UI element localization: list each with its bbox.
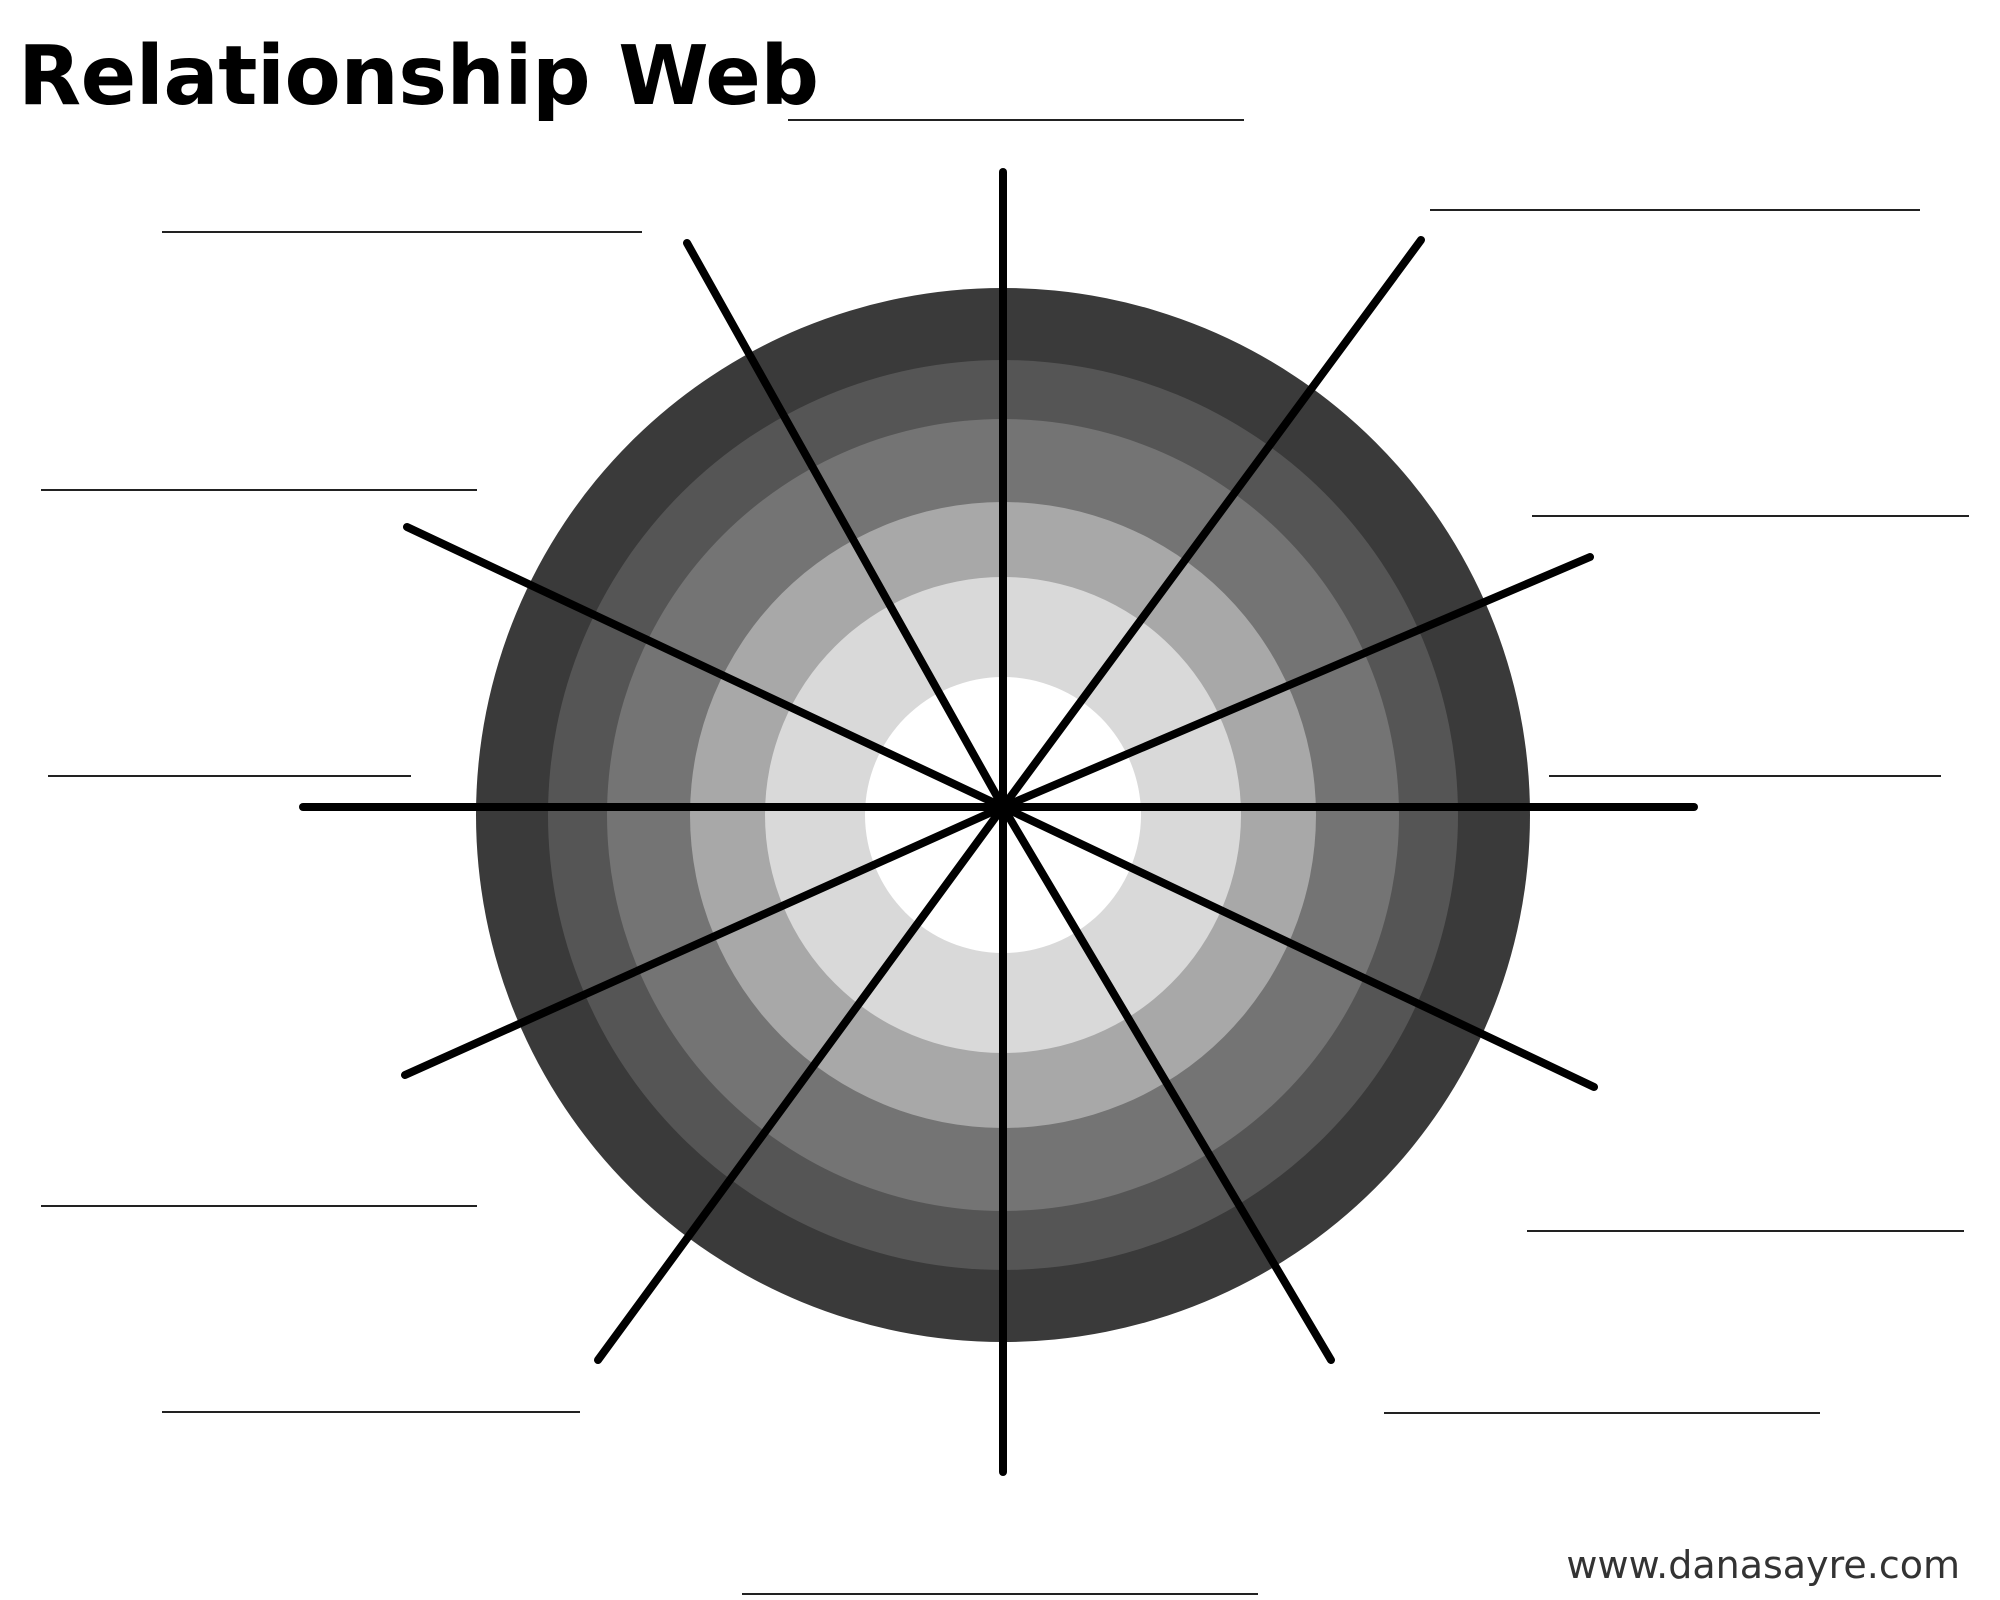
blank-line-bottom [742,1593,1258,1595]
blank-line-middle-left [48,775,411,777]
page-title: Relationship Web [18,29,819,124]
blank-line-lower-left [41,1205,477,1207]
spoke-wsw [401,803,1007,1079]
spoke-ene [999,553,1594,811]
blank-line-upper-right [1532,515,1969,517]
blank-line-top-left [162,231,642,233]
spoke-ese [999,803,1598,1091]
blank-line-lower-right [1527,1230,1964,1232]
spoke-nw [683,239,1007,811]
blank-line-top-right [1430,209,1920,211]
web-spokes [299,168,1698,1476]
blank-line-bottom-right [1384,1412,1820,1414]
blank-line-bottom-left [162,1411,580,1413]
spoke-se [999,803,1335,1364]
blank-line-upper-left [41,489,477,491]
spoke-sw [594,803,1007,1364]
spoke-wnw [403,523,1007,811]
blank-line-top [788,119,1244,121]
spoke-ne [999,236,1425,811]
website-url: www.danasayre.com [1566,1543,1960,1587]
blank-line-middle-right [1549,775,1941,777]
